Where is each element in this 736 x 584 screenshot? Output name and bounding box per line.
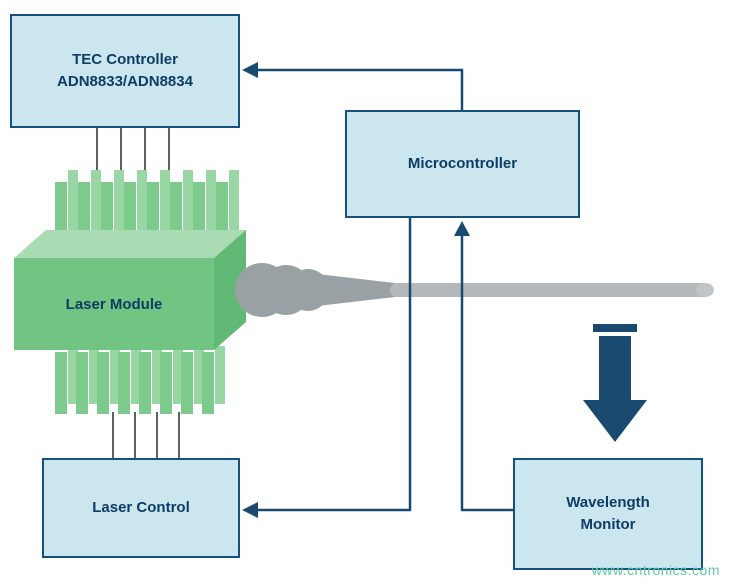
connection-lines	[254, 68, 513, 512]
fiber-cable	[235, 263, 714, 317]
laser-module-pins-top	[55, 170, 239, 242]
wavelength-monitor-label-line2: Monitor	[580, 516, 636, 533]
laser-module-side-face	[214, 230, 246, 350]
line-wavelength-to-micro	[460, 234, 513, 512]
connection-arrowheads	[242, 62, 470, 518]
wavelength-monitor-box: Wavelength Monitor	[513, 458, 703, 570]
line-micro-to-laser-control	[254, 218, 412, 512]
laser-module-pins-bottom	[55, 346, 225, 414]
microcontroller-label: Microcontroller	[407, 155, 518, 173]
microcontroller-box: Microcontroller	[345, 110, 580, 218]
arrowhead-into-micro	[454, 221, 470, 236]
laser-module-body	[14, 230, 246, 350]
tec-controller-label-line1: TEC Controller	[72, 51, 178, 69]
wavelength-monitor-label-line1: Wavelength	[566, 494, 650, 512]
watermark-text: www.cntronics.com	[591, 562, 720, 578]
arrowhead-into-tec	[242, 62, 258, 78]
laser-module-label: Laser Module	[65, 295, 163, 313]
light-down-arrow	[583, 324, 647, 442]
tec-controller-label-line2: ADN8833/ADN8834	[57, 73, 193, 90]
tec-controller-box: TEC Controller ADN8833/ADN8834	[10, 14, 240, 128]
laser-module-front-face	[14, 258, 214, 350]
laser-control-box: Laser Control	[42, 458, 240, 558]
arrowhead-into-laser-control	[242, 502, 258, 518]
laser-control-wires	[112, 412, 180, 458]
laser-module-top-face	[14, 230, 246, 258]
line-micro-to-tec	[254, 68, 464, 110]
laser-control-label: Laser Control	[92, 499, 190, 517]
tec-wires	[96, 128, 170, 176]
